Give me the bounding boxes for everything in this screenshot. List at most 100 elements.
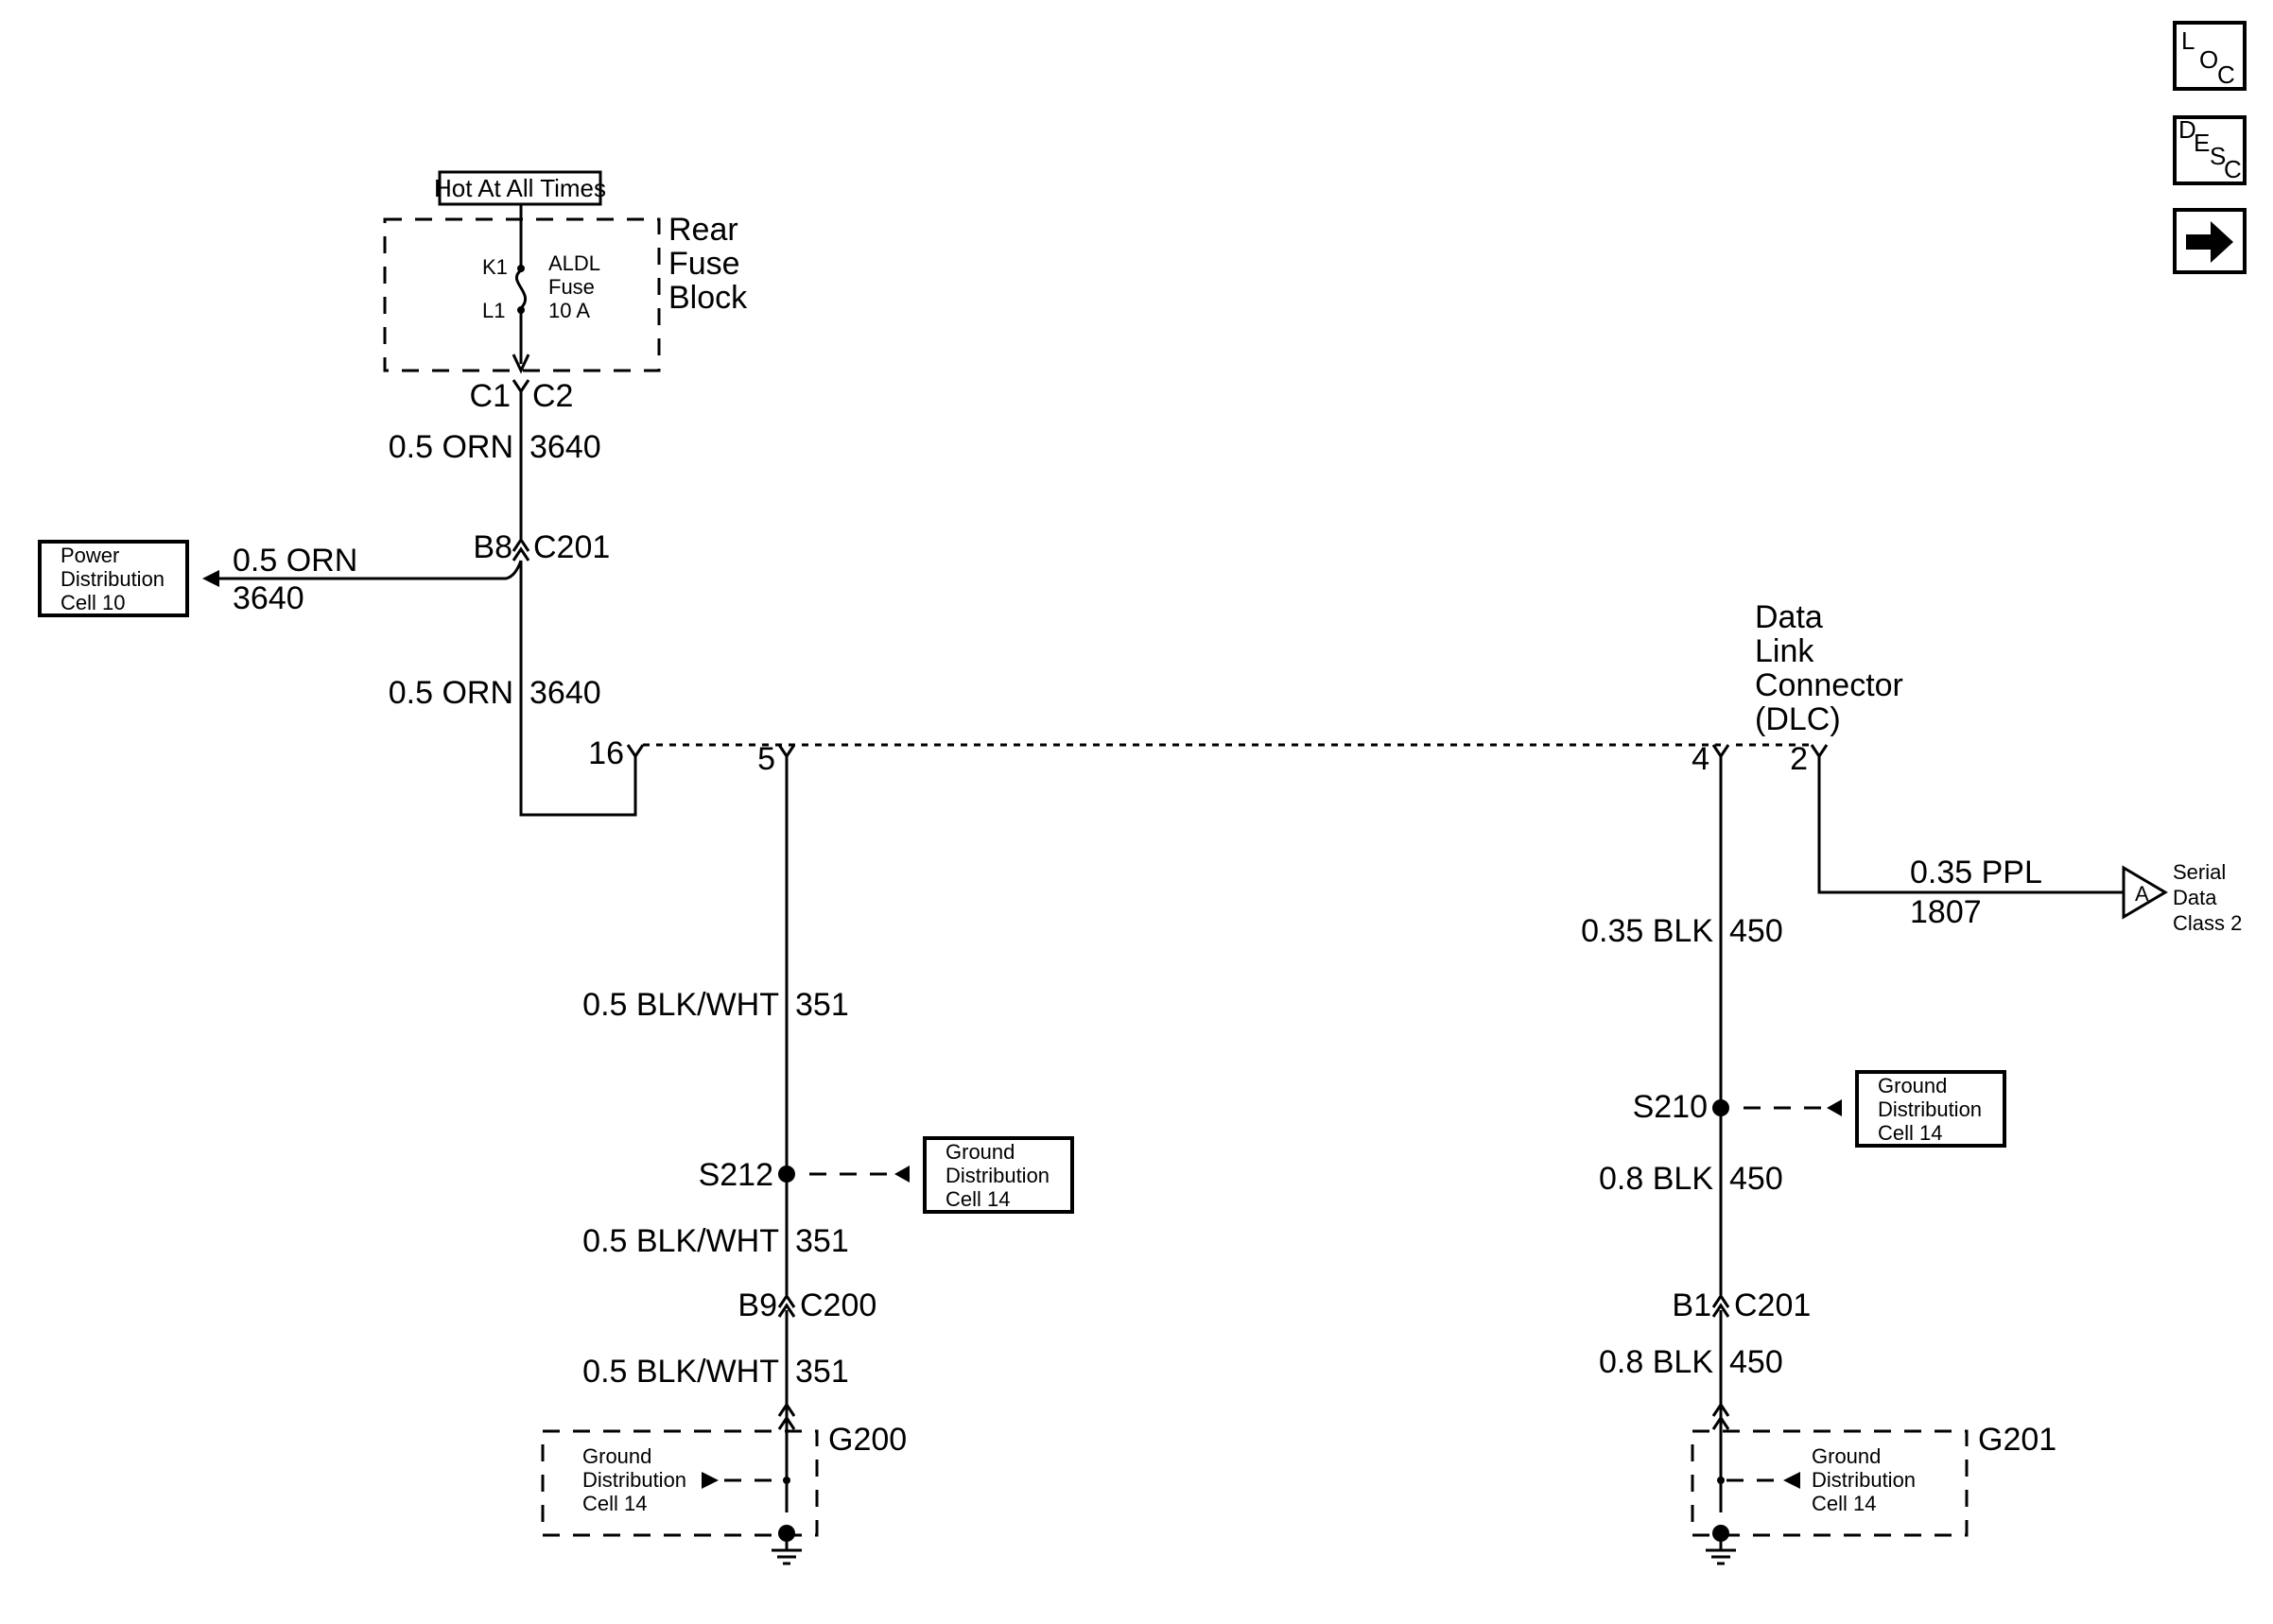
fuse-label-line-3: 10 A xyxy=(548,299,590,322)
aldl-fuse xyxy=(512,204,530,374)
serial-data-triangle[interactable] xyxy=(2122,865,2168,920)
dlc-pin-4-label: 4 xyxy=(1692,741,1709,777)
splice-s210-dot xyxy=(1712,1099,1729,1116)
dlc-pin-16-symbol xyxy=(626,744,645,759)
connector-c201-top-label: C201 xyxy=(533,529,610,565)
power-distribution-box[interactable] xyxy=(38,540,189,617)
orn-lower-gauge: 0.5 ORN xyxy=(389,675,513,711)
connector-b1-label: B1 xyxy=(1672,1287,1711,1323)
connector-c200-label: C200 xyxy=(800,1287,876,1323)
g200-ref-line-3: Cell 14 xyxy=(582,1492,647,1515)
blkwht-1-gauge: 0.5 BLK/WHT xyxy=(582,987,779,1023)
ground-g201-label: G201 xyxy=(1978,1422,2056,1458)
ground-symbol-icon xyxy=(772,1542,802,1565)
connector-c2-label: C2 xyxy=(532,378,573,414)
arrow-right-icon xyxy=(2186,221,2233,263)
dlc-name-line-3: Connector xyxy=(1755,667,1903,703)
blkwht-2-gauge: 0.5 BLK/WHT xyxy=(582,1223,779,1259)
dlc-pin-2-label: 2 xyxy=(1790,741,1808,777)
power-dist-line-1: Power xyxy=(61,544,119,567)
connector-c201-bottom-label: C201 xyxy=(1734,1287,1811,1323)
desc-icon-button[interactable]: D E S C xyxy=(2173,115,2247,185)
blk-08-b-circuit: 450 xyxy=(1729,1344,1783,1380)
fuse-pin-l1: L1 xyxy=(482,299,505,322)
arrow-left-icon xyxy=(894,1166,910,1183)
c200-connector-symbol xyxy=(777,1293,796,1318)
splice-s212-dot xyxy=(778,1166,795,1183)
orn-branch-circuit: 3640 xyxy=(233,580,304,616)
ground-g200-label: G200 xyxy=(828,1422,907,1458)
blkwht-1-circuit: 351 xyxy=(795,987,849,1023)
connector-c1-label: C1 xyxy=(470,378,511,414)
orn-top-gauge: 0.5 ORN xyxy=(389,429,513,465)
ground-dist-box-left[interactable] xyxy=(923,1136,1074,1214)
dlc-name-line-4: (DLC) xyxy=(1755,701,1841,737)
ground-left-line-1: Ground xyxy=(946,1140,1015,1164)
blkwht-3-circuit: 351 xyxy=(795,1354,849,1390)
dlc-pin-4-symbol xyxy=(1711,744,1730,759)
arrow-left-icon xyxy=(1827,1099,1842,1116)
serial-data-badge: A xyxy=(2135,882,2149,906)
ppl-circuit: 1807 xyxy=(1910,894,1982,930)
fuse-block-name-line-1: Rear xyxy=(668,212,738,248)
blk-035-circuit: 450 xyxy=(1729,913,1783,949)
fuse-pin-k1: K1 xyxy=(482,255,508,279)
splice-s210-label: S210 xyxy=(1633,1089,1708,1125)
loc-icon-frame xyxy=(2173,21,2247,91)
g201-ref-line-2: Distribution xyxy=(1812,1468,1916,1492)
serial-data-line-1: Serial xyxy=(2173,860,2226,884)
connector-b8-label: B8 xyxy=(473,529,512,565)
arrow-left-icon xyxy=(202,570,219,587)
ground-left-line-3: Cell 14 xyxy=(946,1187,1010,1211)
blkwht-2-circuit: 351 xyxy=(795,1223,849,1259)
dlc-name-line-2: Link xyxy=(1755,633,1814,669)
blk-08-a-circuit: 450 xyxy=(1729,1161,1783,1197)
serial-data-line-3: Class 2 xyxy=(2173,911,2242,935)
serial-data-line-2: Data xyxy=(2173,886,2217,909)
c1-c2-connector-symbol xyxy=(512,379,530,394)
g200-ref-line-1: Ground xyxy=(582,1444,651,1468)
g201-outline xyxy=(1691,1429,1969,1537)
ground-right-line-3: Cell 14 xyxy=(1878,1121,1942,1145)
loc-icon-button[interactable]: L O C xyxy=(2173,21,2247,91)
arrow-left-icon xyxy=(1783,1472,1800,1489)
ground-left-line-2: Distribution xyxy=(946,1164,1050,1187)
next-arrow-button[interactable] xyxy=(2173,208,2247,274)
orn-top-circuit: 3640 xyxy=(529,429,601,465)
splice-s212-label: S212 xyxy=(699,1157,773,1193)
orn-wire-lower xyxy=(519,561,637,817)
fuse-label-line-1: ALDL xyxy=(548,251,600,275)
c201-bottom-connector-symbol xyxy=(1711,1293,1730,1318)
ground-dist-box-right[interactable] xyxy=(1855,1070,2006,1148)
desc-letter-c: C xyxy=(2224,155,2242,183)
desc-icon-frame xyxy=(2173,115,2247,185)
desc-letter-e: E xyxy=(2194,129,2210,157)
ground-right-line-1: Ground xyxy=(1878,1074,1947,1097)
blk-08-a-gauge: 0.8 BLK xyxy=(1599,1161,1713,1197)
dlc-pin-16-label: 16 xyxy=(588,735,624,771)
dlc-pin-2-symbol xyxy=(1810,744,1829,759)
orn-lower-circuit: 3640 xyxy=(529,675,601,711)
g200-outline xyxy=(541,1429,819,1537)
dlc-pin-5-symbol xyxy=(777,744,796,759)
connector-b9-label: B9 xyxy=(737,1287,777,1323)
g200-ref-line-2: Distribution xyxy=(582,1468,686,1492)
blkwht-3-gauge: 0.5 BLK/WHT xyxy=(582,1354,779,1390)
ground-right-line-2: Distribution xyxy=(1878,1097,1982,1121)
desc-letter-d: D xyxy=(2178,115,2196,144)
g201-ref-line-1: Ground xyxy=(1812,1444,1881,1468)
loc-letter-c: C xyxy=(2217,60,2235,89)
hot-at-all-times-label: Hot At All Times xyxy=(434,174,606,202)
g201-ref-line-3: Cell 14 xyxy=(1812,1492,1876,1515)
fuse-block-name-line-3: Block xyxy=(668,280,748,316)
ground-symbol-icon xyxy=(1706,1542,1736,1565)
fuse-label-line-2: Fuse xyxy=(548,275,595,299)
loc-letter-l: L xyxy=(2181,26,2195,55)
desc-letter-s: S xyxy=(2210,142,2226,170)
ppl-wire xyxy=(1817,756,2124,894)
blk-035-gauge: 0.35 BLK xyxy=(1581,913,1713,949)
dlc-name-line-1: Data xyxy=(1755,599,1823,635)
arrow-right-icon xyxy=(702,1472,719,1489)
orn-branch-gauge: 0.5 ORN xyxy=(233,543,357,579)
